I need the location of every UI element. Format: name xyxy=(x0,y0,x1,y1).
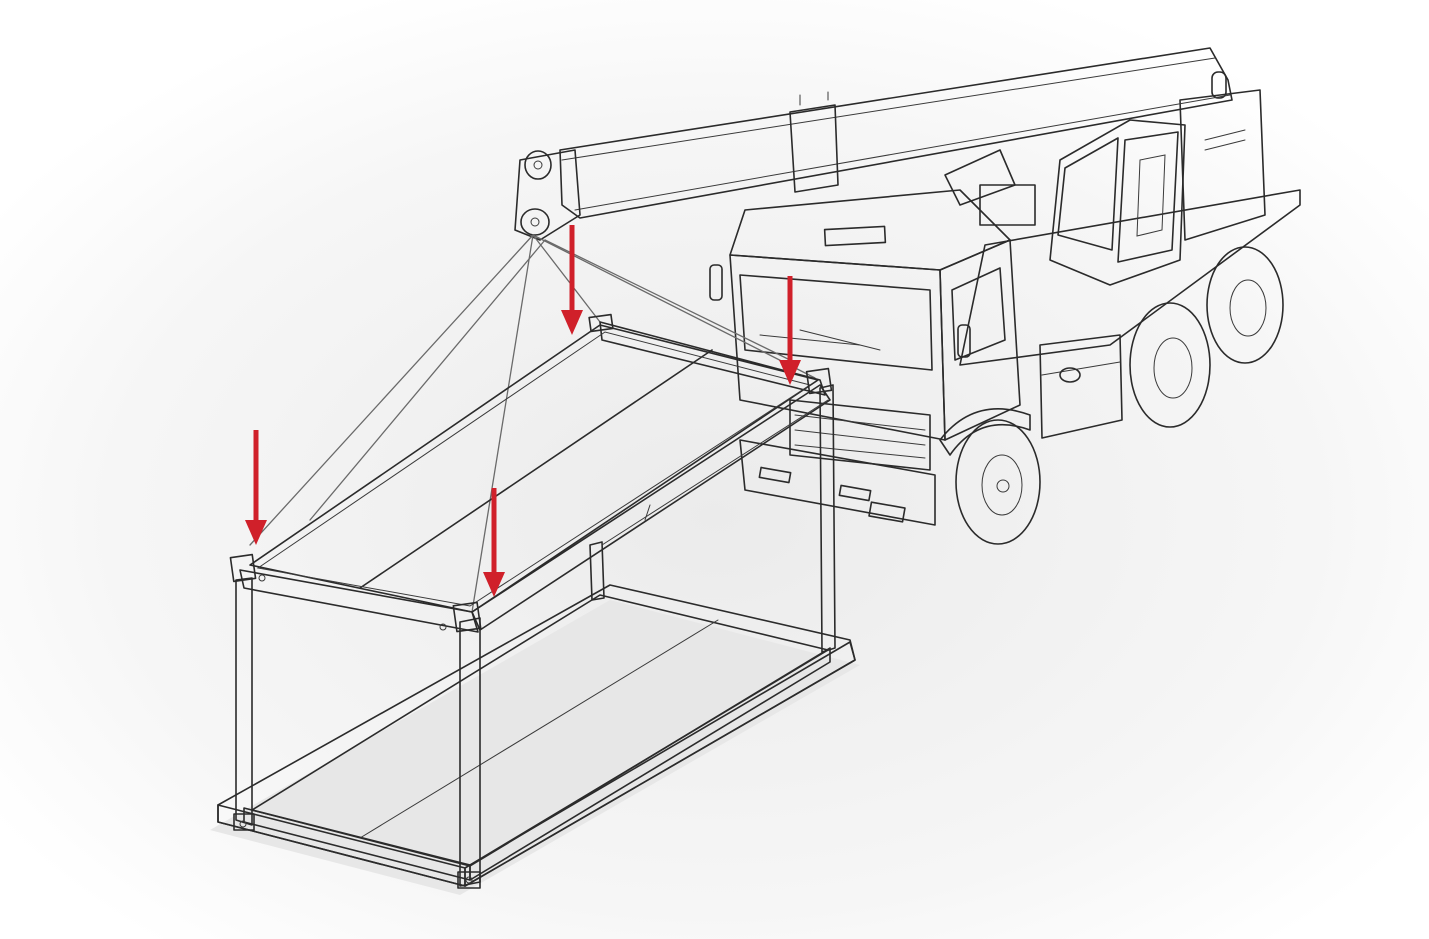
crane-truck xyxy=(514,47,1301,545)
corner-rear-left xyxy=(229,553,257,583)
front-wheel xyxy=(955,419,1041,545)
boom-head xyxy=(514,149,581,241)
front-fender xyxy=(939,408,1031,456)
arrow-rear-left-corner xyxy=(245,430,267,545)
container-frame xyxy=(210,313,860,895)
wheel-rear-2 xyxy=(1129,302,1211,428)
top-rail-front xyxy=(239,569,479,633)
arrow-front-left-corner xyxy=(483,488,505,597)
top-rail-right xyxy=(471,384,831,631)
exhaust xyxy=(1211,71,1227,99)
post-front-back xyxy=(819,384,836,653)
fuel-tank xyxy=(1039,334,1123,439)
corner-bottom-right xyxy=(457,871,481,889)
lift-point-arrows xyxy=(245,225,801,597)
sling-front-left xyxy=(471,234,534,613)
operator-cabin xyxy=(1049,119,1186,286)
grille xyxy=(789,399,931,471)
corner-front-left xyxy=(452,601,482,633)
turret-box xyxy=(979,184,1036,226)
truck-deck xyxy=(959,189,1301,366)
engine-housing xyxy=(1179,89,1266,241)
wheel-front xyxy=(955,419,1041,545)
corner-front-right xyxy=(805,367,833,395)
front-bumper xyxy=(739,439,936,526)
sling-rear-right xyxy=(532,234,601,323)
roof-hatch xyxy=(823,225,887,247)
crane-boom xyxy=(559,47,1233,219)
post-front-left xyxy=(235,577,253,826)
sling-rear-left xyxy=(249,234,534,546)
windshield xyxy=(739,274,933,371)
corner-rear-right xyxy=(588,313,614,333)
lifting-slings xyxy=(249,234,816,613)
wheel-rear-3 xyxy=(1206,246,1284,364)
left-mirror xyxy=(709,264,723,301)
rear-wheels xyxy=(1129,246,1284,428)
container-roof xyxy=(249,324,819,613)
sling-front-right xyxy=(532,234,816,379)
boom-collar xyxy=(789,104,839,193)
truck-cab xyxy=(709,189,1021,526)
roof-seam xyxy=(359,349,713,589)
arrow-front-right-corner xyxy=(779,276,801,385)
post-rear-back xyxy=(589,541,605,601)
corner-bottom-left xyxy=(233,813,255,831)
right-mirror xyxy=(957,324,971,358)
arrow-rear-right-corner xyxy=(561,225,583,335)
